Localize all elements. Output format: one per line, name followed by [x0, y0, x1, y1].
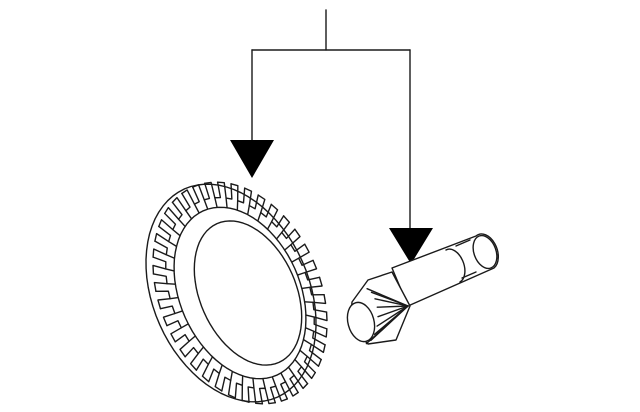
ring-tooth-flank	[280, 372, 287, 383]
pinion-tooth	[377, 305, 409, 318]
pinion-gear	[346, 233, 499, 345]
ring-tooth-flank	[180, 323, 189, 329]
ring-tooth-flank	[275, 231, 283, 240]
ring-tooth-flank	[294, 358, 303, 368]
ring-gear-bore	[173, 206, 307, 380]
pinion-shaft-spline	[455, 239, 471, 247]
pinion-shaft-step	[445, 248, 466, 283]
ring-tooth-flank	[165, 268, 175, 272]
leader-lines	[251, 9, 411, 231]
ring-tooth-flank	[291, 257, 300, 263]
ring-tooth-flank	[172, 228, 181, 237]
arrowhead-pinion-gear	[389, 228, 433, 264]
arrowhead-ring-gear	[230, 140, 274, 178]
pinion-tooth	[376, 305, 409, 327]
ring-tooth-flank	[299, 349, 308, 358]
ring-tooth-flank	[305, 314, 315, 318]
pinion-tooth	[374, 298, 409, 307]
ring-tooth-flank	[246, 204, 251, 216]
ring-tooth-flank	[302, 338, 313, 346]
pinion-tooth	[365, 305, 409, 345]
ring-tooth-flank	[169, 296, 179, 300]
ring-tooth-flank	[203, 199, 209, 210]
pinion-face	[346, 301, 376, 343]
ring-tooth-flank	[229, 370, 234, 382]
ring-tooth-flank	[197, 346, 205, 355]
pinion-head	[346, 271, 411, 345]
pinion-shaft	[391, 233, 499, 307]
ring-tooth-flank	[252, 377, 255, 389]
ring-tooth-flank	[214, 197, 218, 209]
ring-tooth-flank	[301, 286, 311, 290]
ring-tooth-flank	[177, 218, 186, 228]
ring-tooth-flank	[165, 254, 176, 259]
ring-tooth-flank	[207, 356, 214, 366]
ring-tooth-flank	[188, 335, 196, 342]
ring-gear-teeth	[152, 181, 328, 405]
ring-tooth-flank	[262, 377, 266, 389]
ring-tooth-flank	[296, 271, 306, 276]
ring-tooth-flank	[304, 327, 315, 332]
ring-tooth-flank	[185, 209, 193, 220]
ring-tooth-flank	[174, 310, 184, 315]
ring-tooth-flank	[225, 197, 228, 209]
pinion-tooth	[376, 305, 409, 308]
ring-tooth	[290, 228, 306, 253]
ring-tooth-flank	[271, 376, 277, 387]
ring-tooth-root	[173, 206, 307, 380]
ring-gear	[145, 181, 328, 405]
pinion-shaft-body	[391, 233, 499, 307]
ring-tooth-flank	[193, 203, 200, 214]
ring-tooth-flank	[266, 220, 273, 230]
pinion-shaft-spline	[461, 271, 477, 279]
pinion-shaft-end	[472, 234, 498, 270]
ring-tooth-flank	[257, 211, 262, 222]
ring-bore-edge	[193, 220, 303, 366]
ring-tooth-flank	[284, 244, 292, 251]
ring-tooth-flank	[167, 240, 178, 248]
ring-tooth-flank	[287, 366, 295, 377]
pinion-tooth	[370, 291, 409, 307]
ring-tooth-flank	[218, 364, 223, 375]
